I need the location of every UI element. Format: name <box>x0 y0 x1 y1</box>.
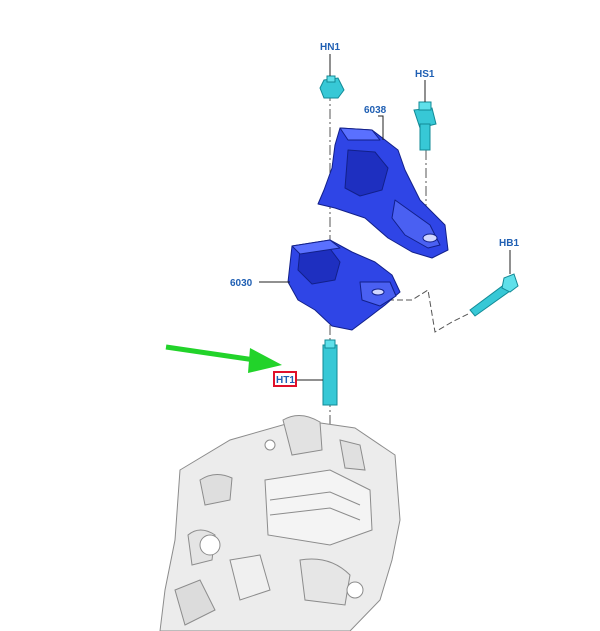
ht1-highlight-box <box>273 371 297 387</box>
engine-drawing <box>159 415 401 631</box>
label-6038: 6038 <box>364 105 387 116</box>
green-arrow-icon <box>165 344 282 373</box>
label-hs1: HS1 <box>415 69 435 80</box>
upper-mount-bracket-6038[interactable] <box>317 127 449 259</box>
bolt-hb1[interactable] <box>469 273 519 317</box>
nut-hn1[interactable] <box>319 75 345 99</box>
label-6030: 6030 <box>230 278 253 289</box>
label-hn1: HN1 <box>320 42 340 53</box>
label-hb1: HB1 <box>499 238 519 249</box>
bolt-hs1[interactable] <box>413 101 437 151</box>
lower-mount-bracket-6030[interactable] <box>287 239 401 331</box>
leader-lines <box>259 54 511 381</box>
stud-ht1[interactable] <box>322 339 338 406</box>
label-ht1: HT1 <box>276 375 295 386</box>
